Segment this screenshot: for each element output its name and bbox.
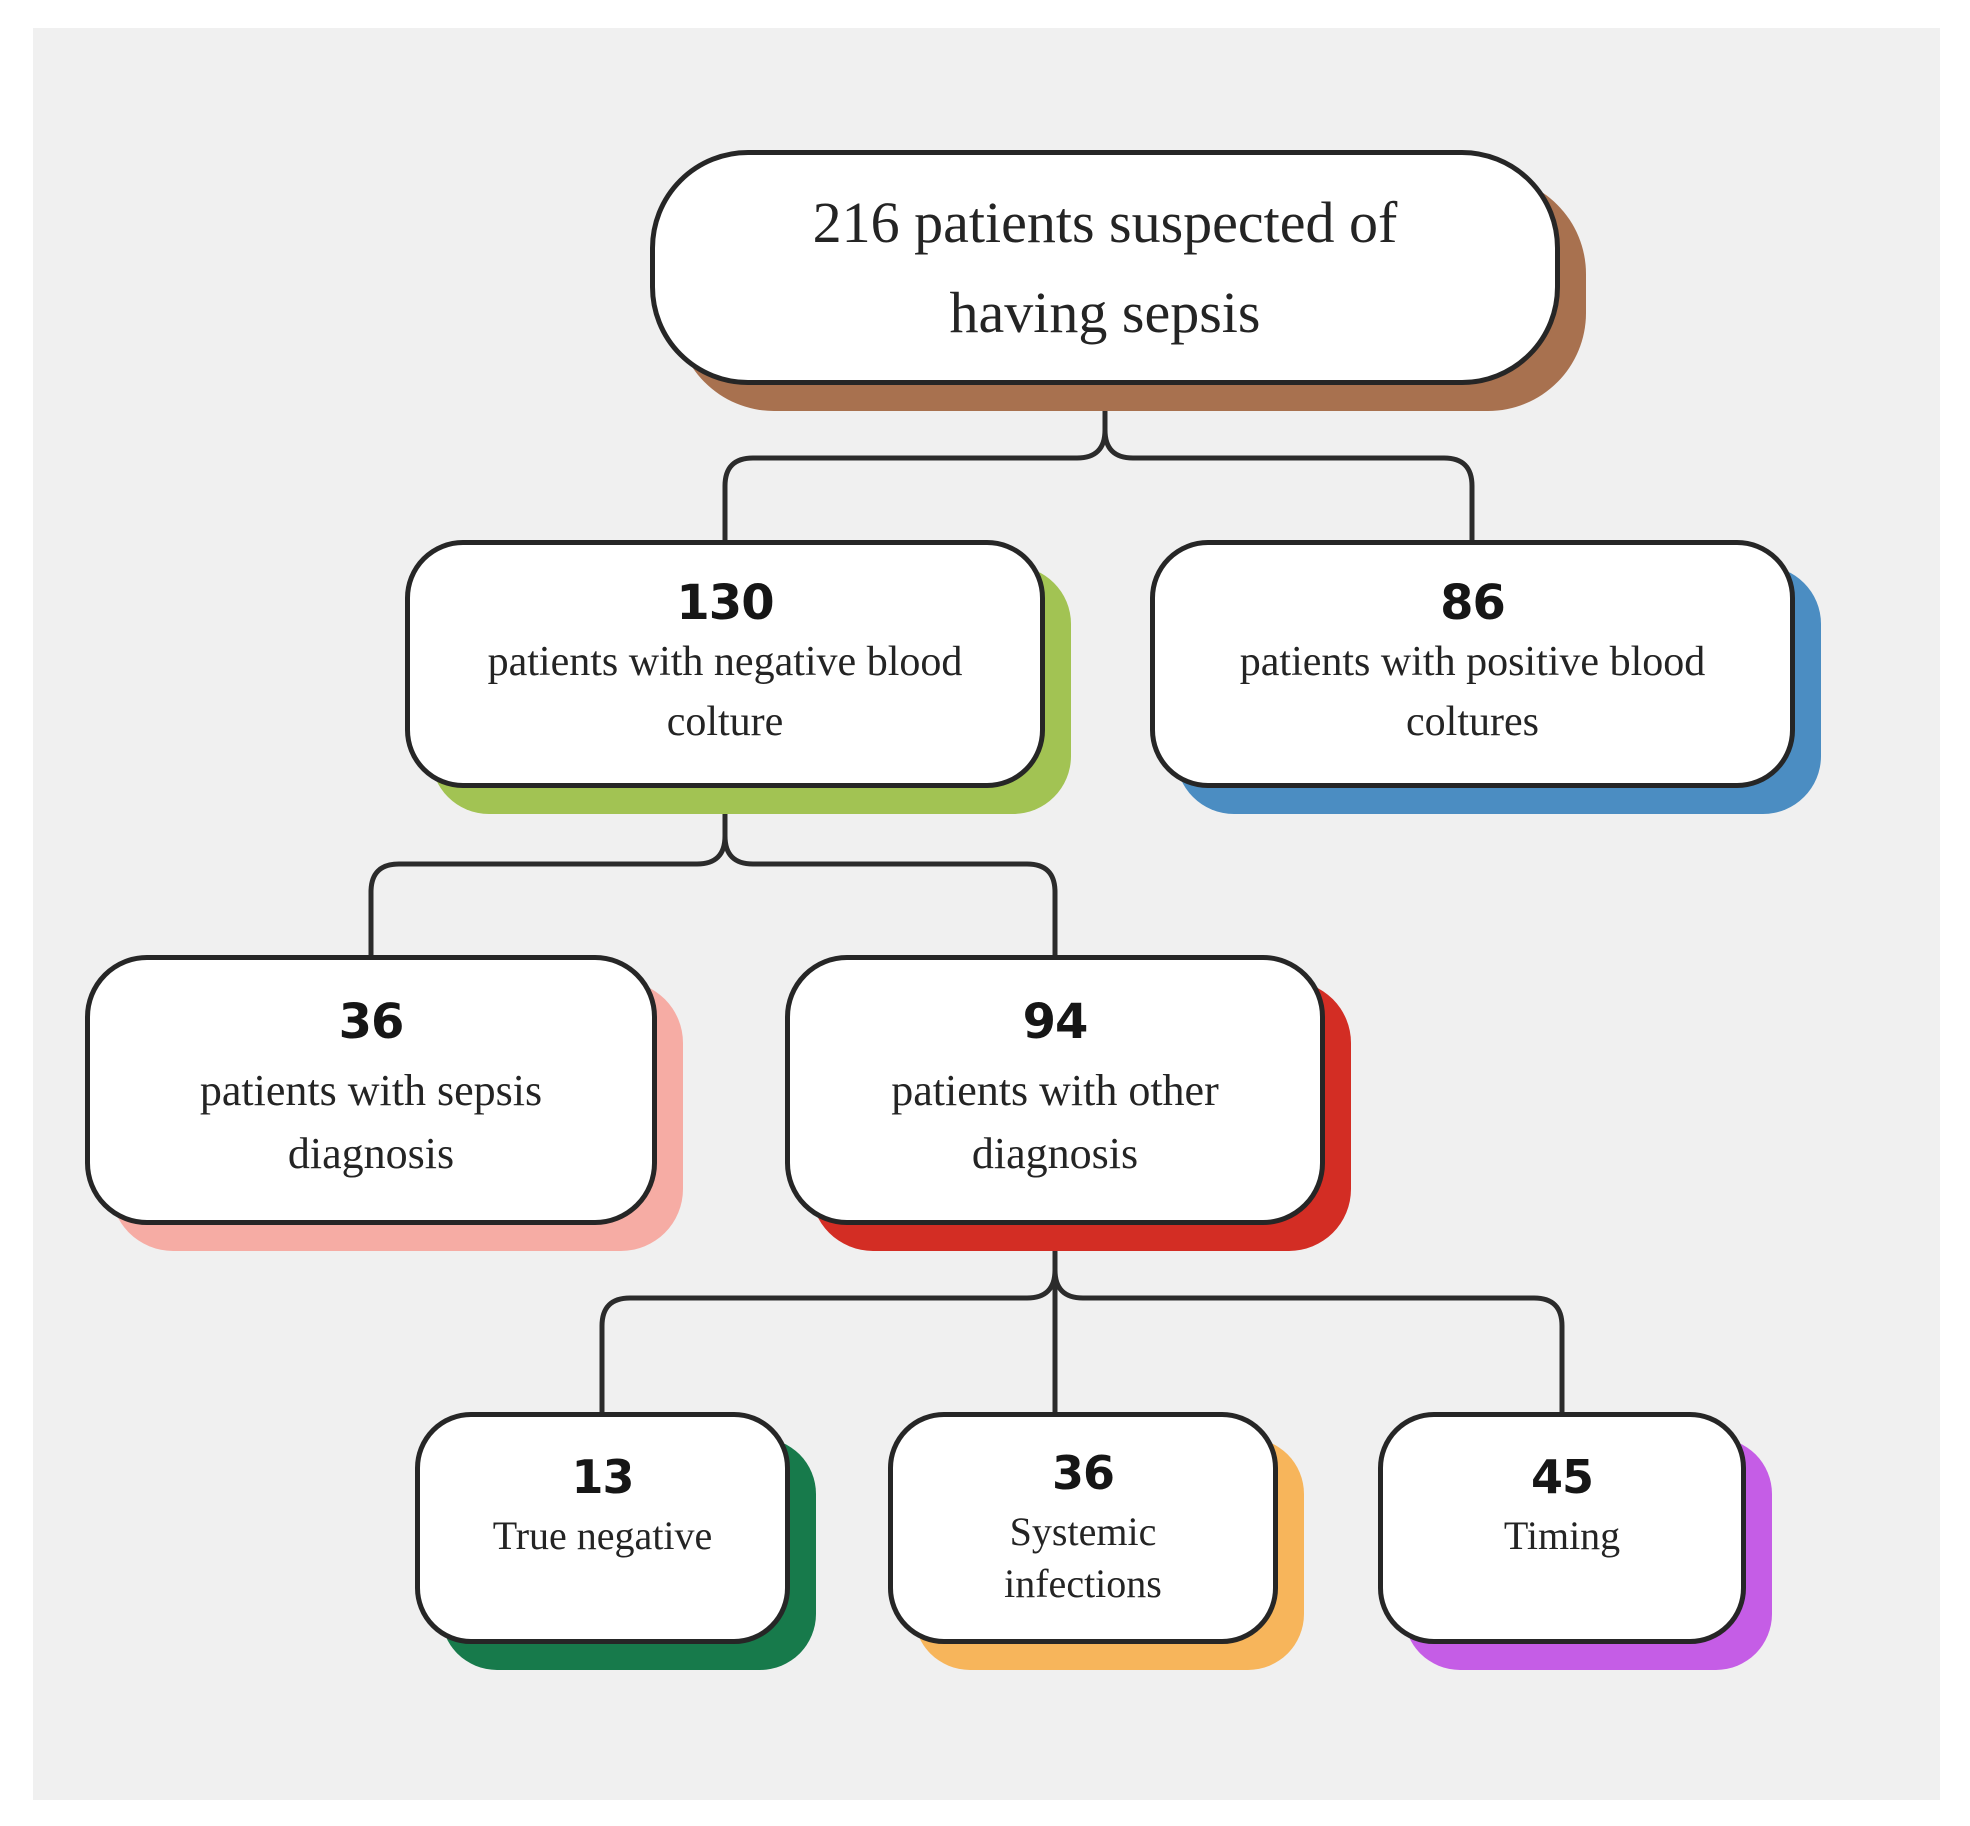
node-count: 86 bbox=[1440, 574, 1506, 631]
node-timing: 45 Timing bbox=[1378, 1412, 1746, 1644]
node-label: 216 patients suspected of having sepsis bbox=[812, 189, 1398, 345]
node-true-negative: 13 True negative bbox=[415, 1412, 790, 1644]
node-count: 36 bbox=[338, 993, 405, 1050]
node-positive-blood-cultures: 86 patients with positive blood coltures bbox=[1150, 540, 1795, 788]
connector-negative-split bbox=[368, 783, 1058, 960]
node-count: 130 bbox=[676, 574, 774, 631]
node-count: 94 bbox=[1022, 993, 1089, 1050]
node-count: 13 bbox=[571, 1450, 634, 1504]
node-label: True negative bbox=[492, 1512, 713, 1558]
node-label: patients with positive blood coltures bbox=[1239, 638, 1706, 745]
node-count: 36 bbox=[1051, 1446, 1115, 1500]
node-label: Systemic infections bbox=[1004, 1508, 1162, 1606]
node-label: patients with sepsis diagnosis bbox=[199, 1066, 543, 1178]
connector-other-split bbox=[599, 1220, 1565, 1417]
node-other-diagnosis: 94 patients with other diagnosis bbox=[785, 955, 1325, 1225]
node-total-suspected-sepsis: 216 patients suspected of having sepsis bbox=[650, 150, 1560, 385]
node-systemic-infections: 36 Systemic infections bbox=[888, 1412, 1278, 1644]
node-sepsis-diagnosis: 36 patients with sepsis diagnosis bbox=[85, 955, 657, 1225]
connector-root-split bbox=[722, 379, 1475, 545]
node-count: 45 bbox=[1530, 1450, 1594, 1504]
node-label: Timing bbox=[1503, 1512, 1621, 1558]
node-label: patients with other diagnosis bbox=[891, 1066, 1219, 1178]
node-label: patients with negative blood colture bbox=[487, 638, 963, 745]
node-negative-blood-culture: 130 patients with negative blood colture bbox=[405, 540, 1045, 788]
